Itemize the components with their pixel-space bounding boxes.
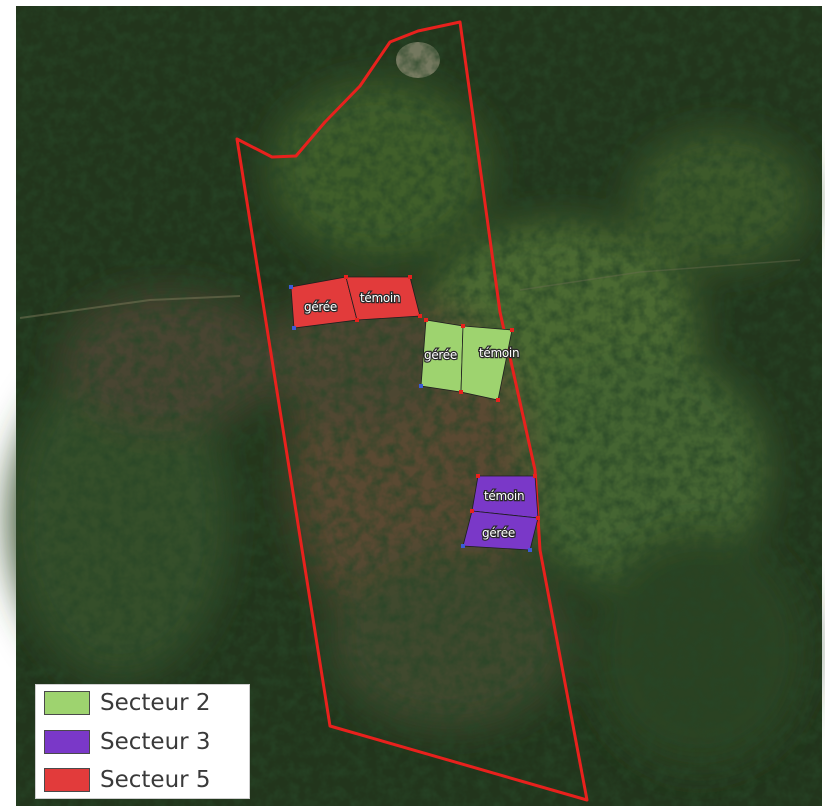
parcel-boundary[interactable] <box>235 20 589 802</box>
satellite-imagery <box>10 6 822 806</box>
legend-item-secteur-3: Secteur 3 <box>44 727 211 757</box>
plot-label: gérée <box>482 526 515 540</box>
vertex-marker <box>355 318 359 322</box>
vertex-marker <box>461 324 465 328</box>
map-legend: Secteur 2 Secteur 3 Secteur 5 <box>35 684 250 799</box>
vertex-marker <box>459 390 463 394</box>
vertex-marker <box>536 516 540 520</box>
vertex-marker <box>528 548 532 552</box>
plot-vertices <box>289 275 540 552</box>
plot-label: témoin <box>484 489 524 503</box>
secteur-2-plots[interactable]: gérée témoin <box>420 319 521 401</box>
vertex-marker <box>424 318 428 322</box>
legend-swatch <box>44 768 90 792</box>
vertex-marker <box>419 384 423 388</box>
plot-label: témoin <box>479 346 519 360</box>
vertex-marker <box>461 544 465 548</box>
vertex-marker <box>344 275 348 279</box>
vertex-marker <box>418 314 422 318</box>
vertex-marker <box>289 285 293 289</box>
legend-label: Secteur 5 <box>100 767 211 793</box>
vertex-marker <box>292 326 296 330</box>
vertex-marker <box>408 275 412 279</box>
vertex-marker <box>533 474 537 478</box>
secteur-3-plots[interactable]: témoin gérée <box>462 475 539 551</box>
vertex-marker <box>470 509 474 513</box>
legend-label: Secteur 2 <box>100 690 211 716</box>
vertex-marker <box>496 398 500 402</box>
legend-label: Secteur 3 <box>100 729 211 755</box>
plot-label: gérée <box>424 348 457 362</box>
vertex-marker <box>510 328 514 332</box>
legend-item-secteur-2: Secteur 2 <box>44 688 211 718</box>
vertex-marker <box>476 474 480 478</box>
secteur-5-plots[interactable]: gérée témoin <box>290 276 421 329</box>
legend-swatch <box>44 730 90 754</box>
plot-label: témoin <box>360 291 400 305</box>
legend-swatch <box>44 691 90 715</box>
plot-label: gérée <box>304 300 337 314</box>
legend-item-secteur-5: Secteur 5 <box>44 765 211 795</box>
